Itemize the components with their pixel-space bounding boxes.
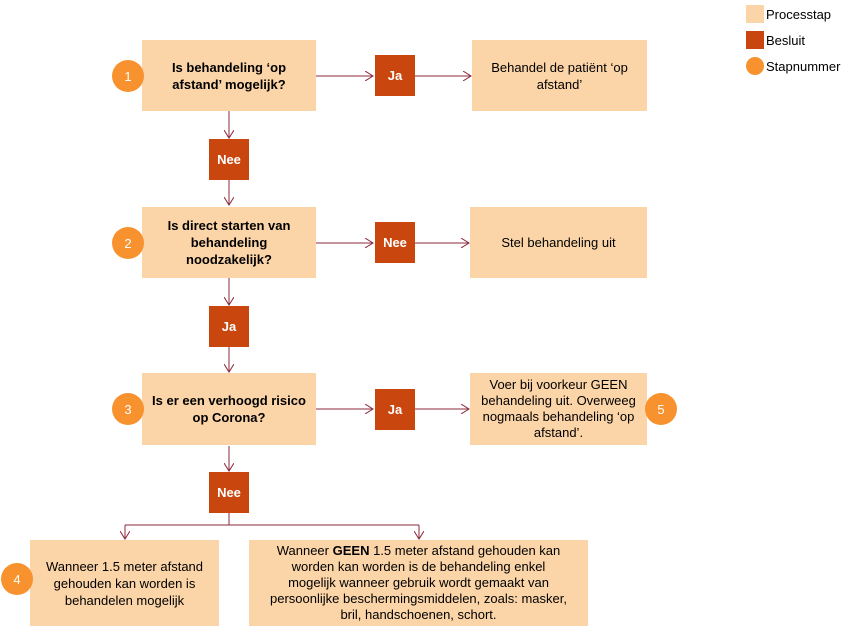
outcome-6-line-1-bold: GEEN (332, 543, 370, 558)
legend-process-label: Processtap (766, 7, 832, 22)
outcome-6-line-1-pre: Wanneer (276, 543, 333, 558)
step-3-number: 3 (112, 393, 144, 425)
outcome-6-line-1-post: 1.5 meter afstand gehouden kan (369, 543, 561, 558)
outcome-2-text: Stel behandeling uit (501, 235, 616, 250)
decision-nee-2: Nee (375, 222, 415, 263)
step-3-line-1: Is er een verhoogd risico (152, 393, 306, 408)
outcome-6-line-2: worden kan worden is de behandeling enke… (291, 559, 546, 574)
decision-nee-3: Nee (209, 472, 249, 513)
legend-decision-label: Besluit (766, 33, 806, 48)
outcome-6-line-5: bril, handschoenen, schort. (340, 607, 497, 622)
step-5-line-3: nogmaals behandeling ‘op (482, 409, 635, 424)
outcome-stel-behandeling-uit: Stel behandeling uit (470, 207, 647, 278)
step-2-line-2: behandeling (190, 235, 268, 250)
step-5-number: 5 (645, 393, 677, 425)
decision-ja-3: Ja (375, 389, 415, 430)
outcome-1-line-1: Behandel de patiënt ‘op (491, 59, 628, 75)
step-2-line-1: Is direct starten van (167, 218, 291, 233)
legend-decision-swatch (746, 31, 764, 49)
step-4-number: 4 (1, 563, 33, 595)
step-5-line-1: Voer bij voorkeur GEEN (489, 377, 628, 392)
step-2-line-3: noodzakelijk? (186, 252, 272, 267)
step-2-question: Is direct starten van behandeling noodza… (142, 207, 316, 278)
step-5-line-4: afstand’. (533, 425, 584, 440)
outcome-1-line-2: afstand’ (536, 76, 583, 92)
step-1-question: Is behandeling ‘op afstand’ mogelijk? (142, 40, 316, 111)
legend-step-label: Stapnummer (766, 59, 841, 74)
decision-ja-2: Ja (209, 306, 249, 347)
step-3-line-2: op Corona? (192, 410, 266, 425)
step-1-number: 1 (112, 60, 144, 92)
outcome-6-line-3: mogelijk wanneer gebruik wordt gemaakt v… (288, 575, 549, 590)
step-1-line-2: afstand’ mogelijk? (172, 76, 286, 92)
step-2-number: 2 (112, 227, 144, 259)
step-4-outcome: Wanneer 1.5 meter afstand gehouden kan w… (30, 540, 219, 626)
outcome-geen-afstand: Wanneer GEEN 1.5 meter afstand gehouden … (249, 540, 588, 626)
legend-step-swatch (746, 57, 764, 75)
outcome-behandel-op-afstand: Behandel de patiënt ‘op afstand’ (472, 40, 647, 111)
step-4-line-3: behandelen mogelijk (64, 592, 185, 608)
decision-ja-1: Ja (375, 55, 415, 96)
step-3-question: Is er een verhoogd risico op Corona? (142, 373, 316, 445)
step-5-line-2: behandeling uit. Overweeg (481, 393, 636, 408)
step-5-outcome: Voer bij voorkeur GEEN behandeling uit. … (470, 373, 647, 445)
legend-process-swatch (746, 5, 764, 23)
outcome-6-line-4: persoonlijke beschermingsmiddelen, zoals… (270, 591, 567, 606)
step-4-line-1: Wanneer 1.5 meter afstand (45, 558, 204, 574)
step-4-line-2: gehouden kan worden is (53, 575, 196, 591)
step-1-line-1: Is behandeling ‘op (171, 59, 287, 75)
decision-nee-1: Nee (209, 139, 249, 180)
